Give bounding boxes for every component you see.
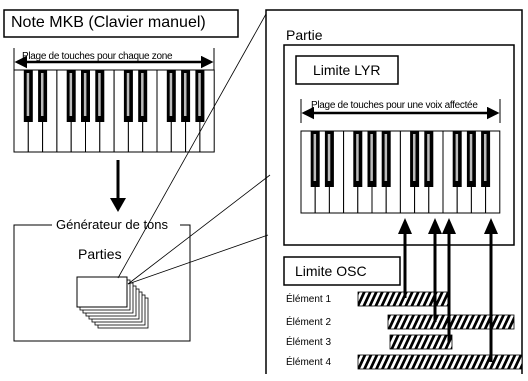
black-key-highlight [385,134,388,181]
parts-label: Parties [78,247,122,261]
black-key-highlight [484,134,487,181]
element-1-label: Élément 1 [286,295,331,305]
element-2-label: Élément 2 [286,318,331,328]
black-key-highlight [184,73,187,116]
black-key-highlight [98,73,101,116]
element-3-label: Élément 3 [286,338,331,348]
black-key-highlight [41,73,44,116]
black-key-highlight [456,134,459,181]
element-4-bar [358,355,522,369]
black-key-highlight [356,134,359,181]
tone-generator-title: Générateur de tons [56,218,168,231]
limite-lyr-title: Limite LYR [313,63,380,77]
black-key-highlight [427,134,430,181]
black-key-highlight [314,134,317,181]
mkb-range-label: Plage de touches pour chaque zone [22,52,172,62]
partie-title: Partie [286,28,323,42]
mkb-keyboard [14,70,214,152]
limite-osc-title: Limite OSC [295,264,367,278]
element-2-bar [388,315,514,329]
lyr-keyboard [301,131,500,213]
black-key-highlight [27,73,30,116]
black-key-highlight [170,73,173,116]
element-3-bar [390,335,452,349]
black-key-highlight [370,134,373,181]
down-arrow-head [110,198,126,212]
black-key-highlight [141,73,144,116]
black-key-highlight [198,73,201,116]
lyr-range-label: Plage de touches pour une voix affectée [311,101,478,111]
note-mkb-title: Note MKB (Clavier manuel) [11,15,206,31]
element-4-label: Élément 4 [286,358,331,368]
black-key-highlight [84,73,87,116]
black-key-highlight [413,134,416,181]
black-key-highlight [70,73,73,116]
black-key-highlight [470,134,473,181]
black-key-highlight [127,73,130,116]
black-key-highlight [328,134,331,181]
